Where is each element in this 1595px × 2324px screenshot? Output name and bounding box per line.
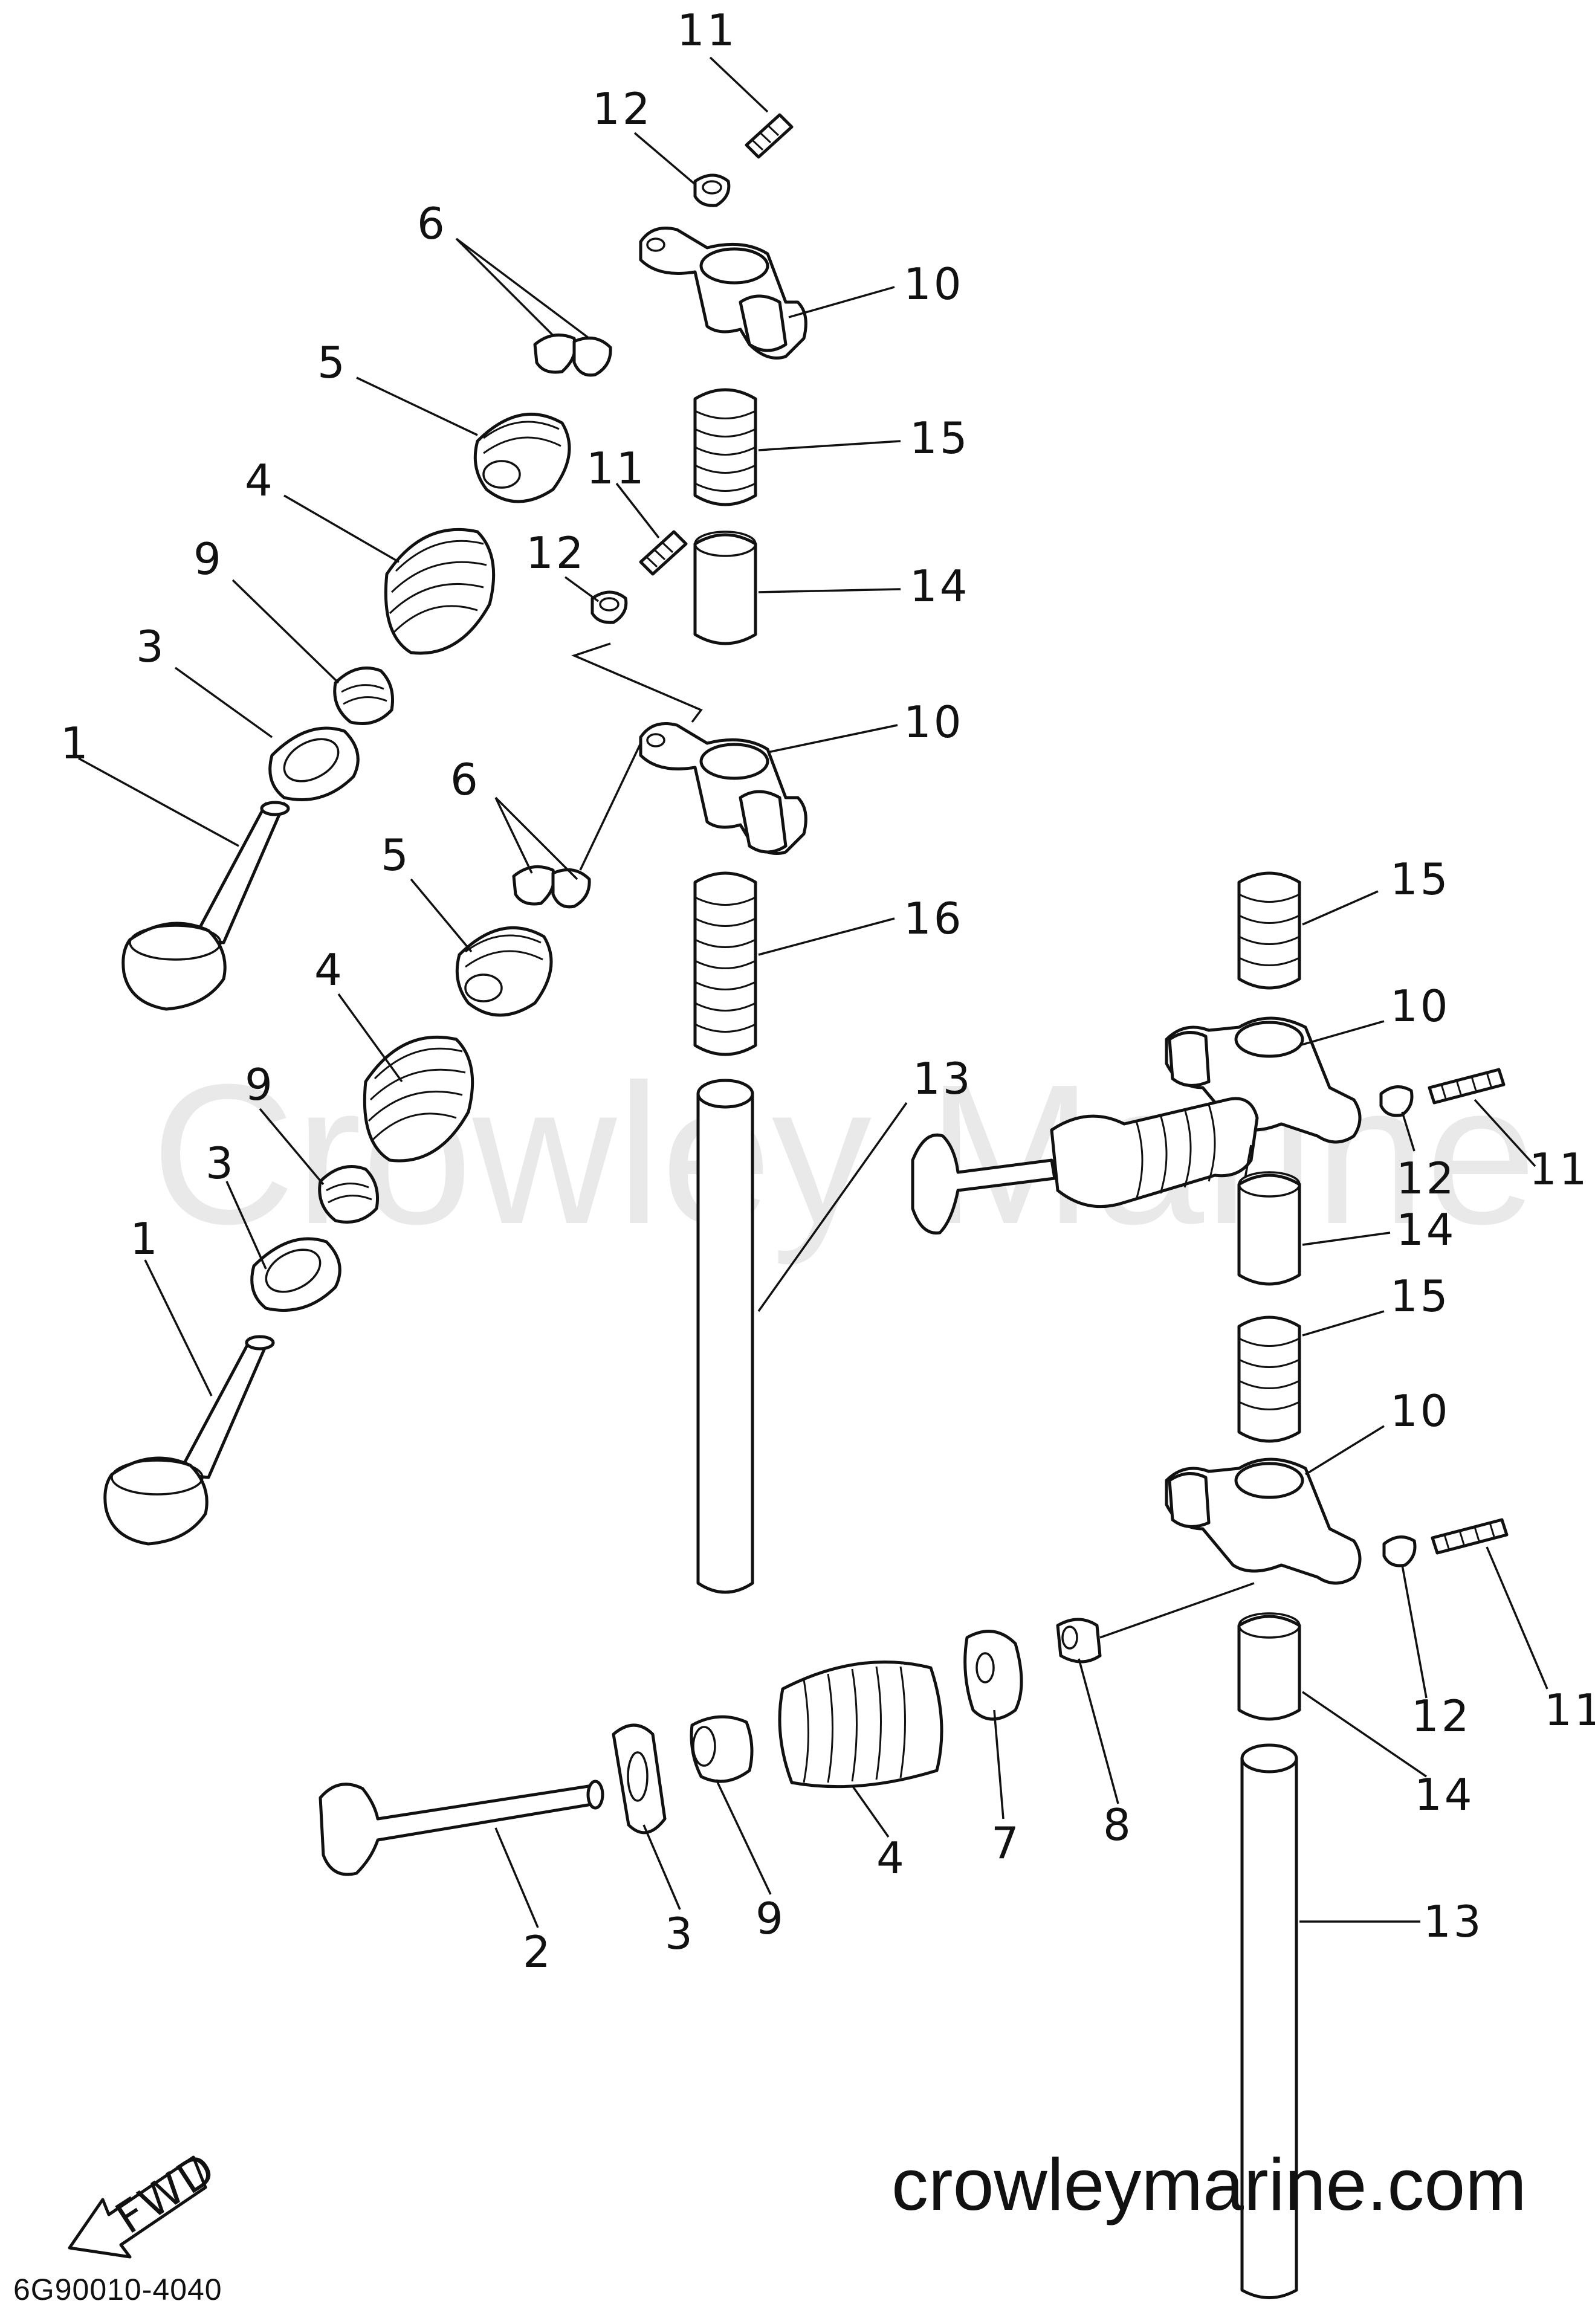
callout-14: 14 xyxy=(1396,1204,1457,1255)
spring-retainer-5-upper xyxy=(473,413,571,503)
fwd-arrow-label: FWD xyxy=(107,2142,226,2244)
leader-lines xyxy=(78,56,1548,1928)
valve-seal-3-upper xyxy=(268,726,360,801)
adjust-screw-11-top xyxy=(745,113,794,159)
stem-seal-9-lower xyxy=(318,1165,380,1224)
callout-15: 15 xyxy=(1390,1271,1451,1322)
rocker-spring-15-top xyxy=(693,388,757,506)
rocker-arm-10-right-upper xyxy=(1165,1016,1362,1144)
callout-5: 5 xyxy=(317,337,348,388)
rocker-arm-10-top xyxy=(639,227,807,360)
rocker-spring-15-right-lower xyxy=(1237,1315,1301,1443)
callout-3: 3 xyxy=(205,1138,236,1189)
spring-retainer-7-bottom xyxy=(963,1630,1023,1721)
callout-9: 9 xyxy=(245,1059,275,1110)
callout-15: 15 xyxy=(910,413,970,463)
callout-12: 12 xyxy=(526,528,586,578)
callout-10: 10 xyxy=(1390,1386,1451,1436)
callout-7: 7 xyxy=(991,1818,1021,1868)
callout-4: 4 xyxy=(314,944,345,995)
valve-seal-3-bottom xyxy=(612,1723,667,1835)
callout-2: 2 xyxy=(523,1926,553,1977)
shaft-collar-14-right-lower xyxy=(1237,1612,1301,1721)
callout-16: 16 xyxy=(904,893,964,944)
locknut-12-mid xyxy=(590,590,628,624)
spring-retainer-5-lower xyxy=(455,926,553,1017)
valve-cotter-6-upper xyxy=(533,333,612,377)
callout-6: 6 xyxy=(417,198,447,249)
rocker-spring-16 xyxy=(693,871,757,1056)
valve-spring-4-lower xyxy=(363,1035,474,1163)
callout-3: 3 xyxy=(136,621,166,672)
valve-spring-4-upper xyxy=(384,528,496,655)
valve-assembly-right xyxy=(911,1097,1259,1235)
valve-cap-8 xyxy=(1056,1618,1102,1664)
rocker-spring-15-right-upper xyxy=(1237,871,1301,990)
callout-13: 13 xyxy=(913,1053,973,1104)
callout-14: 14 xyxy=(1414,1769,1475,1820)
locknut-12-top xyxy=(693,173,731,207)
locknut-12-right-lower xyxy=(1382,1535,1417,1567)
callout-11: 11 xyxy=(1544,1685,1595,1735)
callout-12: 12 xyxy=(1396,1153,1457,1204)
callout-12: 12 xyxy=(592,83,653,134)
fwd-arrow: FWD xyxy=(68,2142,226,2259)
callout-10: 10 xyxy=(904,259,964,309)
valve-cotter-6-lower xyxy=(512,865,591,909)
callout-9: 9 xyxy=(755,1893,786,1944)
adjust-screw-11-right-lower xyxy=(1431,1518,1509,1555)
callout-1: 1 xyxy=(130,1213,160,1264)
diagram-code: 6G90010-4040 xyxy=(13,2273,222,2306)
valve-1-upper xyxy=(121,801,290,1011)
adjust-screw-11-right-upper xyxy=(1428,1068,1506,1105)
shaft-collar-14-right-upper xyxy=(1237,1171,1301,1286)
callout-13: 13 xyxy=(1423,1896,1484,1947)
callout-3: 3 xyxy=(665,1908,695,1959)
callout-11: 11 xyxy=(586,443,647,494)
callout-10: 10 xyxy=(1390,981,1451,1031)
valve-seal-3-lower xyxy=(250,1237,341,1312)
callout-11: 11 xyxy=(677,5,737,56)
valve-1-lower xyxy=(103,1335,275,1546)
rocker-arm-10-center xyxy=(639,722,807,855)
callout-11: 11 xyxy=(1529,1144,1590,1195)
callout-6: 6 xyxy=(450,754,480,805)
callout-4: 4 xyxy=(876,1833,907,1883)
callout-4: 4 xyxy=(245,455,275,506)
callout-14: 14 xyxy=(910,561,970,612)
valve-spring-4-bottom xyxy=(778,1661,943,1789)
callout-9: 9 xyxy=(193,534,224,584)
push-rod-13-right xyxy=(1240,1743,1298,2299)
rocker-arm-10-right-lower xyxy=(1165,1457,1362,1585)
shaft-collar-14-top xyxy=(693,531,757,645)
callout-labels: 11 12 6 10 5 15 4 11 9 12 14 3 10 1 6 5 … xyxy=(60,5,1595,1977)
callout-10: 10 xyxy=(904,697,964,747)
push-rod-13-center xyxy=(696,1079,754,1594)
callout-12: 12 xyxy=(1411,1691,1472,1741)
callout-15: 15 xyxy=(1390,854,1451,905)
stem-seal-9-upper xyxy=(333,667,395,725)
locknut-12-right-upper xyxy=(1379,1085,1414,1117)
adjust-screw-11-mid xyxy=(639,530,688,576)
site-url: crowleymarine.com xyxy=(891,2143,1527,2226)
exhaust-valve-2 xyxy=(319,1780,604,1876)
callout-5: 5 xyxy=(381,830,411,880)
stem-seal-9-bottom xyxy=(690,1715,754,1783)
callout-8: 8 xyxy=(1103,1799,1133,1850)
callout-1: 1 xyxy=(60,718,91,769)
